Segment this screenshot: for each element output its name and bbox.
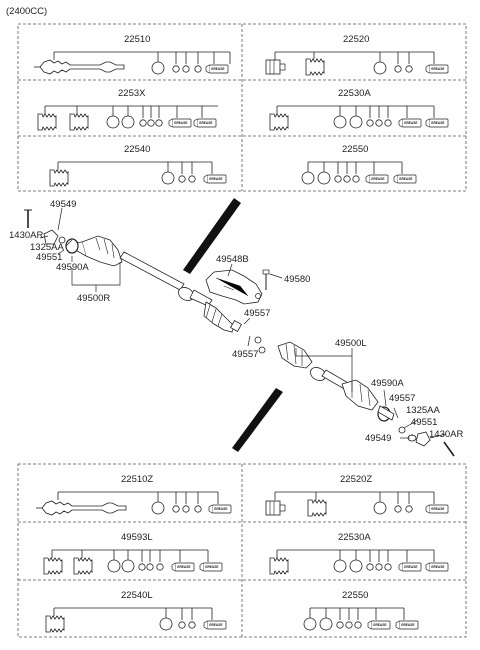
- svg-text:GREASE: GREASE: [199, 121, 212, 125]
- callout-1430AR-left: 1430AR: [9, 230, 43, 241]
- svg-text:GREASE: GREASE: [205, 565, 218, 569]
- callout-49549-right: 49549: [365, 433, 391, 444]
- kit-code: 22540: [124, 144, 150, 155]
- svg-text:GREASE: GREASE: [431, 121, 444, 125]
- svg-text:GREASE: GREASE: [431, 565, 444, 569]
- callout-49557-c: 49557: [389, 393, 415, 404]
- leader-lines: [39, 207, 447, 439]
- kit-code: 22540L: [121, 590, 153, 601]
- svg-text:GREASE: GREASE: [209, 623, 222, 627]
- callout-49590A-right: 49590A: [371, 378, 404, 389]
- kit-code: 22550: [342, 590, 368, 601]
- callout-49551-left: 49551: [36, 252, 62, 263]
- kit-22530A[interactable]: 22530A GREASE GREASE: [269, 88, 449, 131]
- drive-shaft-assembly: 1430AR 49549 1325AA 49551 49590A 49500R …: [9, 198, 463, 457]
- kit-code: 22510Z: [121, 474, 153, 485]
- callout-labels: 1430AR 49549 1325AA 49551 49590A 49500R …: [9, 199, 463, 444]
- kit-22550[interactable]: 22550 GREASE GREASE: [301, 144, 417, 185]
- kit-code: 22530A: [338, 532, 371, 543]
- engine-note: (2400CC): [6, 6, 47, 17]
- svg-text:GREASE: GREASE: [431, 67, 444, 71]
- shaft-49500L[interactable]: [254, 336, 395, 422]
- kit-22510[interactable]: 22510 GREASE: [33, 34, 231, 75]
- kit-22530A-bottom[interactable]: 22530A GREASE GREASE: [269, 532, 449, 575]
- right-small-parts[interactable]: [398, 426, 455, 457]
- svg-text:GREASE: GREASE: [174, 121, 187, 125]
- svg-text:GREASE: GREASE: [211, 67, 224, 71]
- kit-code: 49593L: [121, 532, 153, 543]
- kit-code: 22550: [342, 144, 368, 155]
- callout-49500R: 49500R: [77, 293, 110, 304]
- callout-49549-left: 49549: [50, 199, 76, 210]
- callout-49551-right: 49551: [411, 417, 437, 428]
- kit-49593L[interactable]: 49593L GREASE GREASE: [43, 532, 223, 575]
- callout-1430AR-right: 1430AR: [429, 429, 463, 440]
- kit-2253X[interactable]: 2253X GREASE GREASE: [37, 88, 218, 131]
- kit-code: 22520: [343, 34, 369, 45]
- callout-49590A-left: 49590A: [56, 262, 89, 273]
- callout-1325AA-left: 1325AA: [30, 242, 64, 253]
- svg-text:GREASE: GREASE: [431, 507, 444, 511]
- callout-49580: 49580: [284, 274, 310, 285]
- svg-text:GREASE: GREASE: [404, 121, 417, 125]
- svg-text:GREASE: GREASE: [177, 565, 190, 569]
- kit-22540[interactable]: 22540 GREASE: [49, 144, 227, 187]
- kit-code: 2253X: [118, 88, 146, 99]
- kit-22550-bottom[interactable]: 22550 GREASE GREASE: [303, 590, 419, 631]
- callout-1325AA-right: 1325AA: [406, 405, 440, 416]
- divider-stroke-top: [183, 198, 241, 274]
- top-kit-panel: 22510 GREASE 22520: [17, 23, 467, 192]
- divider-stroke-bottom: [232, 388, 283, 452]
- kit-code: 22530A: [338, 88, 371, 99]
- kit-code: 22510: [124, 34, 150, 45]
- svg-text:GREASE: GREASE: [214, 507, 227, 511]
- left-small-parts[interactable]: [24, 209, 79, 254]
- callout-49548B: 49548B: [216, 254, 249, 265]
- svg-text:GREASE: GREASE: [404, 565, 417, 569]
- shaft-49500R[interactable]: [119, 251, 243, 333]
- kit-22520Z[interactable]: 22520Z GREASE: [265, 474, 449, 517]
- svg-text:GREASE: GREASE: [209, 177, 222, 181]
- callout-49500L: 49500L: [335, 338, 367, 349]
- bottom-kit-panel: 22510Z GREASE 22520Z: [17, 463, 467, 638]
- svg-text:GREASE: GREASE: [401, 623, 414, 627]
- svg-text:GREASE: GREASE: [371, 177, 384, 181]
- kit-code: 22520Z: [340, 474, 372, 485]
- callout-49557-a: 49557: [244, 308, 270, 319]
- kit-22540L[interactable]: 22540L GREASE: [45, 590, 227, 633]
- bracket-49548B[interactable]: [205, 269, 270, 305]
- svg-text:GREASE: GREASE: [399, 177, 412, 181]
- callout-49557-b: 49557: [232, 349, 258, 360]
- kit-22510Z[interactable]: 22510Z GREASE: [35, 474, 232, 516]
- kit-22520[interactable]: 22520 GREASE: [265, 34, 449, 76]
- svg-text:GREASE: GREASE: [373, 623, 386, 627]
